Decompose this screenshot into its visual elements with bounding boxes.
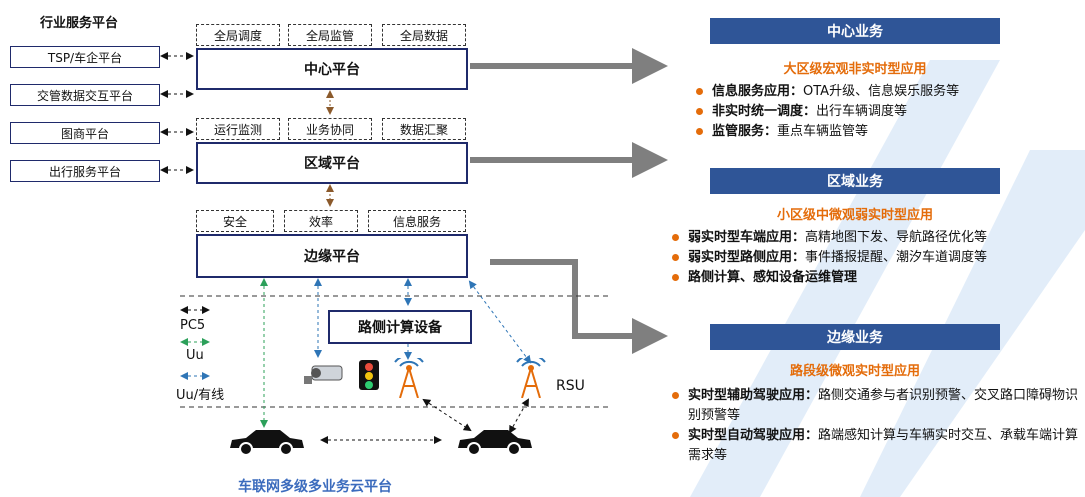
vehicle-icon	[230, 430, 304, 456]
edge-tag-info: 信息服务	[368, 210, 466, 232]
vehicle-icon	[458, 430, 532, 456]
center-platform: 中心平台	[196, 48, 468, 90]
roadside-computing-device: 路侧计算设备	[328, 310, 472, 344]
legend-uu-wired: Uu/有线	[176, 388, 225, 403]
rsu-antenna-icon	[394, 358, 424, 398]
panel-region-bullets: 弱实时型车端应用：高精地图下发、导航路径优化等 弱实时型路侧应用：事件播报提醒、…	[666, 228, 1082, 288]
panel-edge-sub: 路段级微观实时型应用	[789, 364, 920, 379]
list-item: 弱实时型路侧应用：事件播报提醒、潮汐车道调度等	[666, 248, 1082, 268]
panel-edge-head: 边缘业务	[710, 324, 1000, 350]
list-item: 实时型辅助驾驶应用：路侧交通参与者识别预警、交叉路口障碍物识别预警等	[666, 386, 1082, 426]
region-tag-monitor: 运行监测	[196, 118, 280, 140]
region-tag-collab: 业务协同	[288, 118, 372, 140]
panel-center-sub: 大区级宏观非实时型应用	[783, 62, 927, 77]
industry-item-travel: 出行服务平台	[10, 160, 160, 182]
edge-tag-efficiency: 效率	[284, 210, 358, 232]
industry-item-map: 图商平台	[10, 122, 160, 144]
region-platform: 区域平台	[196, 142, 468, 184]
region-tag-aggregate: 数据汇聚	[382, 118, 466, 140]
edge-tag-safety: 安全	[196, 210, 274, 232]
panel-region-sub: 小区级中微观弱实时型应用	[776, 208, 933, 223]
list-item: 非实时统一调度：出行车辆调度等	[690, 102, 1080, 122]
legend-uu: Uu	[186, 348, 204, 363]
center-tag-dispatch: 全局调度	[196, 24, 280, 46]
industry-title: 行业服务平台	[40, 16, 119, 31]
panel-edge-bullets: 实时型辅助驾驶应用：路侧交通参与者识别预警、交叉路口障碍物识别预警等 实时型自动…	[666, 386, 1082, 466]
rsu-label: RSU	[556, 378, 585, 394]
panel-region-head: 区域业务	[710, 168, 1000, 194]
list-item: 路侧计算、感知设备运维管理	[666, 268, 1082, 288]
diagram-title: 车联网多级多业务云平台	[238, 479, 392, 495]
list-item: 弱实时型车端应用：高精地图下发、导航路径优化等	[666, 228, 1082, 248]
panel-center-bullets: 信息服务应用：OTA升级、信息娱乐服务等 非实时统一调度：出行车辆调度等 监管服…	[690, 82, 1080, 142]
center-tag-data: 全局数据	[382, 24, 466, 46]
panel-center-head: 中心业务	[710, 18, 1000, 44]
rsu-antenna-icon	[516, 358, 546, 398]
industry-item-traffic: 交管数据交互平台	[10, 84, 160, 106]
industry-item-tsp: TSP/车企平台	[10, 46, 160, 68]
list-item: 监管服务：重点车辆监管等	[690, 122, 1080, 142]
traffic-light-icon	[359, 360, 379, 390]
list-item: 实时型自动驾驶应用：路端感知计算与车辆实时交互、承载车端计算需求等	[666, 426, 1082, 466]
center-tag-supervise: 全局监管	[288, 24, 372, 46]
camera-icon	[304, 365, 343, 384]
edge-platform: 边缘平台	[196, 234, 468, 278]
list-item: 信息服务应用：OTA升级、信息娱乐服务等	[690, 82, 1080, 102]
legend-pc5: PC5	[180, 318, 206, 333]
